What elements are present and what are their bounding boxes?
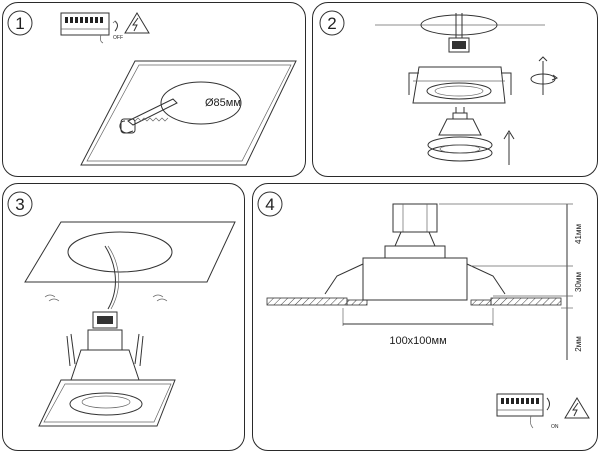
ceiling-hole <box>375 13 545 38</box>
step-2-illustration: 2 <box>319 10 559 165</box>
ceiling-board <box>24 221 236 283</box>
lamp-body <box>66 329 144 381</box>
step-1-illustration: 1 OFF Ø85мм <box>7 10 297 166</box>
square-frame <box>38 379 176 427</box>
ceiling-board <box>80 60 297 166</box>
width-dimension <box>342 308 494 326</box>
height-mid-label: 30мм <box>574 272 583 292</box>
high-voltage-icon <box>124 12 150 34</box>
height-dimension <box>439 203 573 360</box>
cut-diameter-label: Ø85мм <box>205 97 241 109</box>
height-bottom-label: 2мм <box>574 336 583 351</box>
step-number: 3 <box>15 195 24 214</box>
step-1-panel: 1 OFF Ø85мм <box>2 2 306 177</box>
step-number: 4 <box>265 195 274 214</box>
socket-connector <box>92 311 118 329</box>
arrow-up-icon <box>503 130 515 165</box>
step-number-badge <box>7 191 33 217</box>
step-number-badge <box>257 191 283 217</box>
height-top-label: 41мм <box>574 224 583 244</box>
ceiling-section <box>266 297 562 306</box>
step-number-badge <box>7 10 33 36</box>
high-voltage-icon <box>564 397 590 419</box>
switch-state-label: ON <box>551 424 559 430</box>
step-2-panel: 2 <box>312 2 598 177</box>
cut-circle <box>160 81 242 125</box>
step-number: 1 <box>15 14 24 33</box>
width-dimension-label: 100x100мм <box>389 335 446 347</box>
power-wire <box>104 245 116 310</box>
step-number-badge <box>319 10 345 36</box>
square-frame <box>408 66 512 104</box>
step-3-illustration: 3 <box>7 191 236 427</box>
step-4-panel: 4 100x100мм <box>252 183 598 451</box>
switch-state-label: OFF <box>113 35 123 41</box>
rotate-icon <box>530 56 559 95</box>
gu10-lamp <box>438 107 482 136</box>
step-4-illustration: 4 100x100мм <box>257 191 590 430</box>
socket-connector <box>448 37 470 53</box>
hole-saw-icon <box>119 98 178 134</box>
lamp-side-view <box>324 203 506 301</box>
step-number: 2 <box>327 14 336 33</box>
breaker-icon <box>496 393 550 429</box>
spring-motion-marks <box>44 294 168 302</box>
step-3-panel: 3 <box>2 183 245 451</box>
lamp-ring <box>427 136 493 162</box>
breaker-icon <box>60 12 118 44</box>
